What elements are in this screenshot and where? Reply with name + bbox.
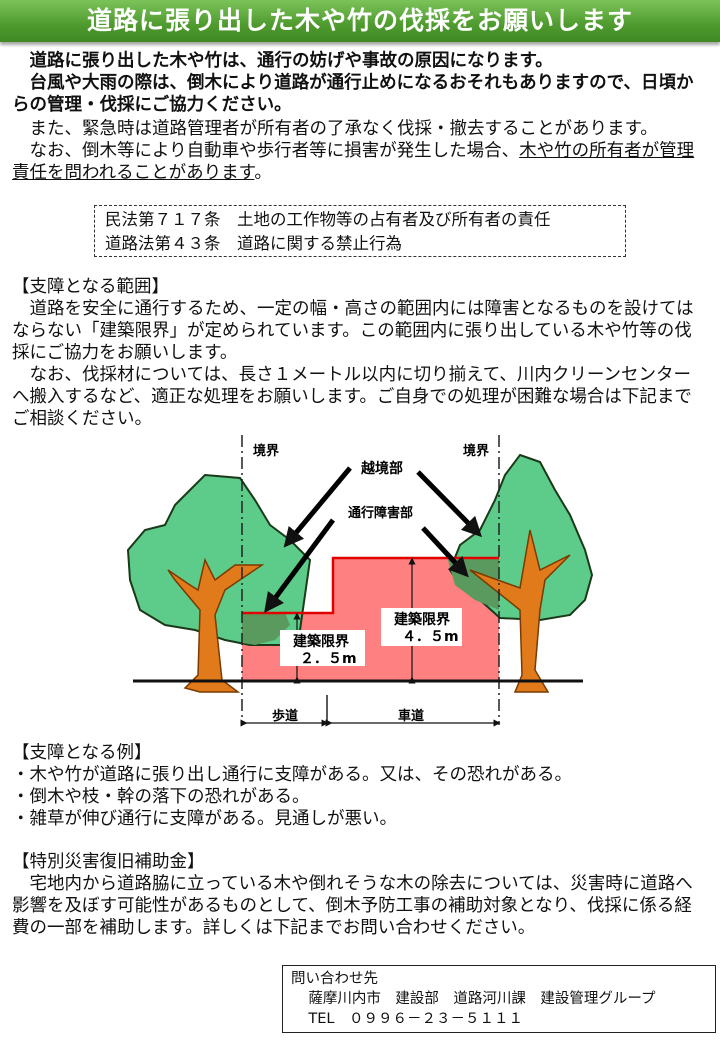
contact-label: 問い合わせ先 — [291, 971, 378, 987]
example-item: ・雑草が伸び通行に支障がある。見通しが悪い。 — [12, 809, 397, 829]
law-road: 道路法第４３条 道路に関する禁止行為 — [105, 234, 402, 253]
intro-line-3: また、緊急時は道路管理者が所有者の了承なく伐採・撤去することがあります。 — [29, 119, 658, 139]
label-box-road — [381, 608, 462, 646]
section-range-paragraph-2: なお、伐採材については、長さ１メートル以内に切り揃えて、川内クリーンセンターへ搬… — [12, 365, 692, 429]
arrow-encroach-left — [283, 466, 352, 548]
left-tree-trunk — [167, 557, 265, 693]
limit-sidewalk-value: ２．５m — [300, 651, 357, 667]
section-range-paragraph-1: 道路を安全に通行するため、一定の幅・高さの範囲内には障害となるものを設けてはなら… — [12, 299, 694, 363]
intro-line-2: 台風や大雨の際は、倒木により道路が通行止めになるおそれもありますので、日頃からの… — [12, 73, 694, 115]
intro-bold: 道路に張り出した木や竹は、通行の妨げや事故の原因になります。 台風や大雨の際は、… — [12, 50, 708, 116]
intro-line-4: なお、倒木等により自動車や歩行者等に損害が発生した場合、木や竹の所有者が管理責任… — [12, 140, 708, 184]
section-range-heading: 【支障となる範囲】 — [12, 277, 169, 297]
intro-text: なお、倒木等により自動車や歩行者等に損害が発生した場合、 — [29, 141, 520, 161]
intro-normal: また、緊急時は道路管理者が所有者の了承なく伐採・撤去することがあります。 なお、… — [12, 118, 708, 184]
roadway-label: 車道 — [398, 708, 424, 724]
page-title: 道路に張り出した木や竹の伐採をお願いします — [0, 0, 720, 42]
boundary-label-right: 境界 — [463, 443, 489, 459]
section-examples-heading: 【支障となる例】 — [12, 743, 152, 763]
limit-road-label: 建築限界 — [394, 611, 451, 628]
label-box-sidewalk — [280, 630, 365, 666]
section-range: 【支障となる範囲】 道路を安全に通行するため、一定の幅・高さの範囲内には障害とな… — [12, 276, 708, 430]
contact-org: 薩摩川内市 建設部 道路河川課 建設管理グループ — [308, 991, 656, 1007]
limit-road-value: ４．５m — [402, 629, 459, 645]
example-item: ・倒木や枝・幹の落下の恐れがある。 — [12, 787, 310, 807]
arrow-obstruction-right — [421, 526, 469, 578]
obstruction-label: 通行障害部 — [348, 505, 413, 521]
contact-box: 問い合わせ先 薩摩川内市 建設部 道路河川課 建設管理グループ TEL ０９９６… — [282, 965, 716, 1033]
section-subsidy-heading: 【特別災害復旧補助金】 — [12, 852, 205, 872]
intro-line-1: 道路に張り出した木や竹は、通行の妨げや事故の原因になります。 — [29, 51, 553, 71]
owner-responsibility: 木や竹の所有者が管理責任を問われることがあります — [12, 141, 695, 183]
right-tree-trunk — [469, 529, 571, 693]
law-civil: 民法第７１７条 土地の工作物等の占有者及び所有者の責任 — [105, 210, 551, 229]
law-box: 民法第７１７条 土地の工作物等の占有者及び所有者の責任 道路法第４３条 道路に関… — [94, 205, 626, 257]
boundary-label-left: 境界 — [253, 443, 279, 459]
section-examples: 【支障となる例】 ・木や竹が道路に張り出し通行に支障がある。又は、その恐れがある… — [12, 742, 708, 830]
sidewalk-label: 歩道 — [272, 708, 298, 724]
left-overlap — [242, 613, 290, 645]
contact-tel: TEL ０９９６－２３－５１１１ — [308, 1011, 523, 1027]
section-subsidy-paragraph: 宅地内から道路脇に立っている木や倒れそうな木の除去については、災害時に道路へ影響… — [12, 874, 693, 938]
limit-sidewalk-label: 建築限界 — [293, 633, 350, 650]
arrow-encroach-right — [416, 470, 483, 538]
encroach-label: 越境部 — [360, 460, 403, 477]
clearance-diagram: 境界 境界 越境部 通行障害部 建築限界 ２．５m 建築限界 ４．５m 歩道 車… — [126, 435, 594, 727]
intro-period: 。 — [254, 163, 272, 183]
example-item: ・木や竹が道路に張り出し通行に支障がある。又は、その恐れがある。 — [12, 765, 572, 785]
section-subsidy: 【特別災害復旧補助金】 宅地内から道路脇に立っている木や倒れそうな木の除去につい… — [12, 851, 708, 939]
arrow-obstruction-left — [264, 518, 336, 614]
clearance-limit-line — [242, 556, 499, 615]
